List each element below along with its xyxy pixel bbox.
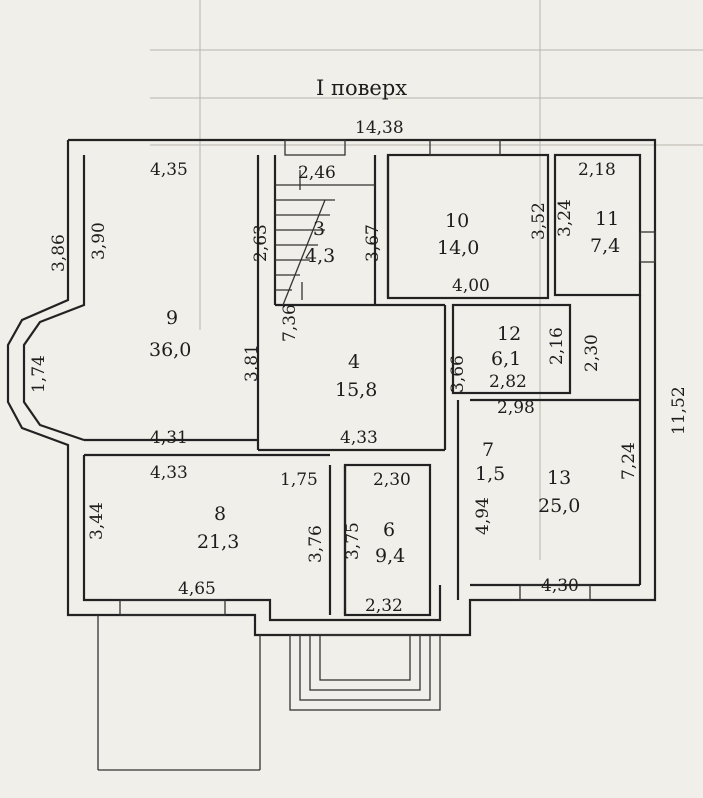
dim-1-74: 1,74 [29,355,49,393]
dim-2-63: 2,63 [251,224,271,262]
dim-2-16: 2,16 [547,327,567,365]
dim-7-24: 7,24 [619,442,639,480]
dim-4-30: 4,30 [541,576,579,596]
room-number-10: 10 [445,210,469,232]
dim-2-30-a: 2,30 [582,334,602,372]
dim-3-76: 3,76 [306,525,326,563]
room-area-3: 4,3 [305,245,335,267]
dim-2-18: 2,18 [578,160,616,180]
overall-height-label: 11,52 [669,386,689,435]
room-number-7: 7 [482,439,494,461]
entrance-steps [97,615,441,771]
overall-width-label: 14,38 [355,118,404,138]
room-area-6: 9,4 [375,545,405,567]
dim-4-65: 4,65 [178,579,216,599]
dim-4-94: 4,94 [473,497,493,535]
room-number-6: 6 [383,519,395,541]
interior-walls [84,153,642,617]
background-table [150,0,703,560]
room-area-12: 6,1 [491,348,521,370]
dim-2-82: 2,82 [489,372,527,392]
room-number-4: 4 [348,351,360,373]
room-area-7: 1,5 [475,463,505,485]
dim-2-46: 2,46 [298,163,336,183]
dim-2-30-b: 2,30 [373,470,411,490]
room-area-11: 7,4 [590,235,620,257]
room-area-4: 15,8 [335,379,377,401]
room-area-13: 25,0 [538,495,580,517]
room-number-9: 9 [166,307,178,329]
room-number-8: 8 [214,503,226,525]
dim-3-24: 3,24 [555,199,575,237]
room-number-11: 11 [595,208,619,230]
dim-1-75: 1,75 [280,470,318,490]
room-number-12: 12 [497,323,521,345]
dim-3-67: 3,67 [363,224,383,262]
dim-3-90: 3,90 [89,222,109,260]
dim-4-35: 4,35 [150,160,188,180]
dim-3-52: 3,52 [529,202,549,240]
dim-3-44: 3,44 [87,502,107,540]
room-area-9: 36,0 [149,339,191,361]
floor-title: I поверх [316,76,407,100]
room-area-10: 14,0 [437,237,479,259]
windows [119,139,656,616]
dim-3-75: 3,75 [343,522,363,560]
dimension-labels: 4,35 3,90 3,86 1,74 4,31 2,46 2,63 3,67 … [29,160,639,616]
dim-7-36: 7,36 [280,304,300,342]
dim-3-86: 3,86 [49,234,69,272]
staircase [275,170,375,306]
dim-4-31: 4,31 [150,428,188,448]
room-number-13: 13 [547,467,571,489]
room-area-8: 21,3 [197,531,239,553]
dim-4-33-a: 4,33 [340,428,378,448]
dim-4-00: 4,00 [452,276,490,296]
dim-3-66: 3,66 [448,355,468,393]
dim-4-33-b: 4,33 [150,463,188,483]
room-number-3: 3 [313,218,325,240]
room-labels: 3 4,3 4 15,8 6 9,4 7 1,5 8 21,3 9 36,0 1… [149,208,620,567]
dim-3-81: 3,81 [242,344,262,382]
dim-2-98: 2,98 [497,398,535,418]
dim-2-32: 2,32 [365,596,403,616]
outer-walls [6,138,657,637]
